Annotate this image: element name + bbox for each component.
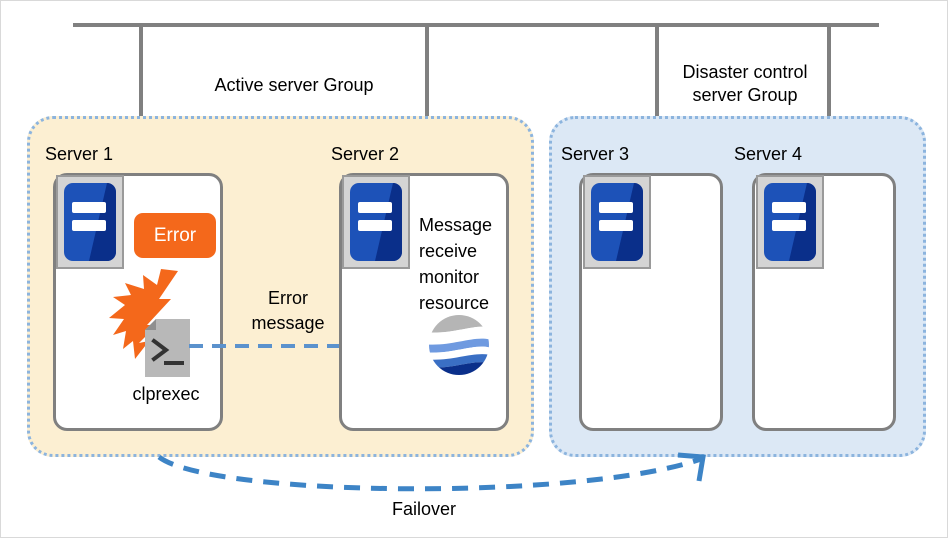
disaster-group-label: Disaster control server Group xyxy=(682,62,808,105)
server-icon xyxy=(756,175,824,269)
server1-name-label: Server 1 xyxy=(45,144,114,164)
error-badge: Error xyxy=(134,213,216,258)
server-icon xyxy=(56,175,124,269)
failover-arrow-icon xyxy=(157,452,706,492)
network-bus-horizontal xyxy=(73,23,879,27)
network-drop-server4 xyxy=(827,23,831,181)
network-drop-server1 xyxy=(139,23,143,181)
server2-name-label: Server 2 xyxy=(331,144,400,164)
script-terminal-icon xyxy=(145,319,190,377)
active-group-label: Active server Group xyxy=(214,75,374,95)
server3-name-label: Server 3 xyxy=(561,144,630,164)
error-message-label: Error message xyxy=(251,288,325,333)
network-drop-server3 xyxy=(655,23,659,181)
failover-label: Failover xyxy=(391,499,457,519)
lightning-burst-icon xyxy=(109,269,178,359)
monitor-resource-label: Message receive monitor resource xyxy=(419,215,493,313)
network-drop-server2 xyxy=(425,23,429,181)
globe-icon xyxy=(429,315,489,375)
server-icon xyxy=(583,175,651,269)
clprexec-label: clprexec xyxy=(132,384,200,404)
server-icon xyxy=(342,175,410,269)
server4-name-label: Server 4 xyxy=(734,144,803,164)
